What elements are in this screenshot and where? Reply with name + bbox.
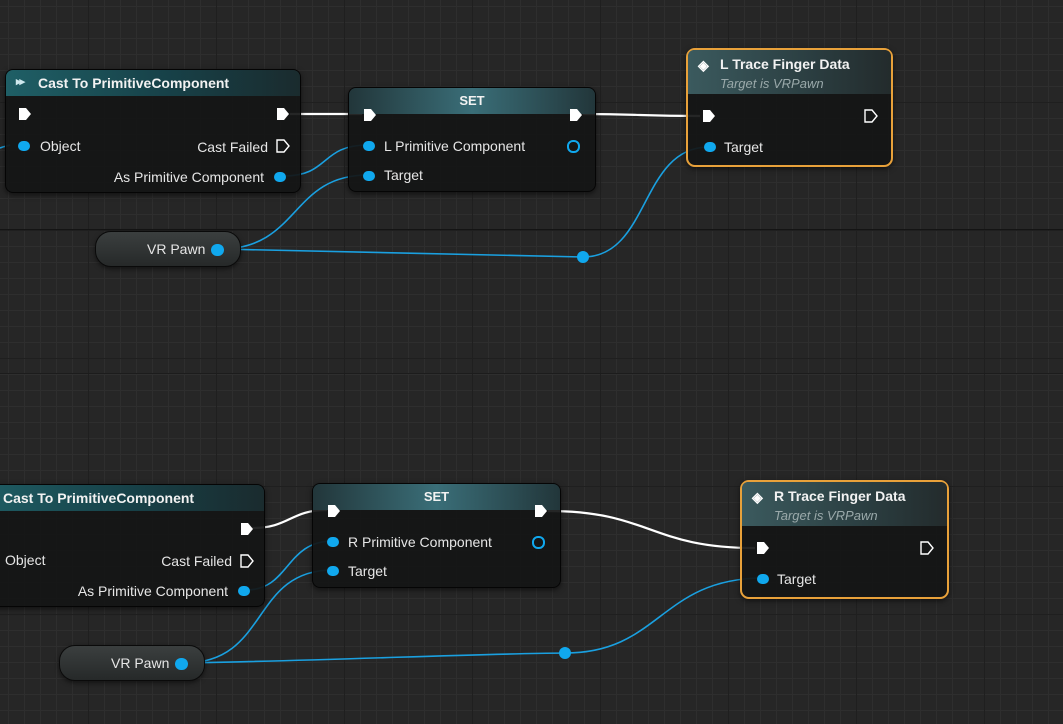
reroute-node[interactable]: [559, 647, 571, 659]
data-wire[interactable]: [219, 248, 584, 258]
vr-pawn-variable-node[interactable]: VR Pawn: [95, 231, 241, 267]
exec-wire[interactable]: [547, 509, 756, 550]
exec-in-pin-icon[interactable]: [363, 108, 377, 122]
exec-wire[interactable]: [582, 112, 701, 118]
vr-pawn-pin-icon[interactable]: [211, 244, 224, 256]
vr-pawn-label: VR Pawn: [147, 241, 206, 257]
cast-arrow-icon: ▸▸: [16, 76, 25, 88]
exec-out-pin-icon[interactable]: [534, 504, 548, 518]
as-primitive-pin-icon[interactable]: [274, 172, 286, 182]
function-node-subtitle: Target is VRPawn: [774, 508, 878, 523]
vr-pawn-pin-icon[interactable]: [175, 658, 188, 670]
reroute-node[interactable]: [577, 251, 589, 263]
function-node-title: R Trace Finger Data: [774, 488, 906, 504]
function-node-header[interactable]: ◈ R Trace Finger Data Target is VRPawn: [742, 482, 947, 526]
set-node-left[interactable]: SET L Primitive Component Target: [348, 87, 596, 192]
cast-node-header[interactable]: ▸▸ Cast To PrimitiveComponent: [6, 70, 300, 96]
set-node-header[interactable]: SET: [349, 88, 595, 114]
set-node-header[interactable]: SET: [313, 484, 560, 510]
data-wire[interactable]: [564, 577, 763, 654]
cast-node-title: Cast To PrimitiveComponent: [38, 75, 230, 91]
set-node-right[interactable]: SET R Primitive Component Target: [312, 483, 561, 588]
target-pin-icon[interactable]: [757, 574, 769, 584]
target-pin-icon[interactable]: [327, 566, 339, 576]
exec-out-pin-icon[interactable]: [864, 109, 878, 123]
exec-out-pin-icon[interactable]: [276, 107, 290, 121]
object-pin-label: Object: [5, 552, 46, 568]
cast-node-header[interactable]: Cast To PrimitiveComponent: [0, 485, 264, 511]
target-pin-icon[interactable]: [704, 142, 716, 152]
data-wire[interactable]: [183, 652, 566, 664]
target-pin-label: Target: [384, 167, 423, 183]
function-diamond-icon: ◈: [698, 57, 709, 73]
exec-in-pin-icon[interactable]: [756, 541, 770, 555]
cast-node-left[interactable]: ▸▸ Cast To PrimitiveComponent Object Cas…: [5, 69, 301, 193]
grid-major-line: [0, 229, 1063, 230]
cast-failed-pin-label: Cast Failed: [197, 139, 268, 155]
vr-pawn-label: VR Pawn: [111, 655, 170, 671]
primitive-component-pin-icon[interactable]: [327, 537, 339, 547]
cast-node-right[interactable]: Cast To PrimitiveComponent Object Cast F…: [0, 484, 265, 607]
set-node-title: SET: [423, 489, 450, 504]
target-pin-label: Target: [777, 571, 816, 587]
output-ring-pin-icon[interactable]: [567, 140, 580, 153]
as-primitive-pin-label: As Primitive Component: [77, 583, 228, 599]
set-node-title: SET: [459, 93, 485, 108]
function-node-header[interactable]: ◈ L Trace Finger Data Target is VRPawn: [688, 50, 891, 94]
exec-in-pin-icon[interactable]: [18, 107, 32, 121]
exec-out-pin-icon[interactable]: [569, 108, 583, 122]
exec-in-pin-icon[interactable]: [327, 504, 341, 518]
exec-in-pin-icon[interactable]: [702, 109, 716, 123]
function-node-title: L Trace Finger Data: [720, 56, 850, 72]
function-node-left[interactable]: ◈ L Trace Finger Data Target is VRPawn T…: [686, 48, 893, 167]
primitive-component-pin-label: L Primitive Component: [384, 138, 526, 154]
as-primitive-pin-icon[interactable]: [238, 586, 250, 596]
function-diamond-icon: ◈: [752, 489, 763, 505]
cast-failed-pin-label: Cast Failed: [161, 553, 232, 569]
vr-pawn-variable-node[interactable]: VR Pawn: [59, 645, 205, 681]
exec-out-pin-icon[interactable]: [240, 554, 254, 568]
primitive-component-pin-label: R Primitive Component: [348, 534, 492, 550]
exec-out-pin-icon[interactable]: [276, 139, 290, 153]
output-ring-pin-icon[interactable]: [532, 536, 545, 549]
object-pin-icon[interactable]: [18, 141, 30, 151]
exec-out-pin-icon[interactable]: [920, 541, 934, 555]
as-primitive-pin-label: As Primitive Component: [113, 169, 264, 185]
function-node-right[interactable]: ◈ R Trace Finger Data Target is VRPawn T…: [740, 480, 949, 599]
cast-node-title: Cast To PrimitiveComponent: [3, 490, 195, 506]
target-pin-label: Target: [348, 563, 387, 579]
target-pin-icon[interactable]: [363, 171, 375, 181]
exec-out-pin-icon[interactable]: [240, 522, 254, 536]
object-pin-label: Object: [40, 138, 81, 154]
function-node-subtitle: Target is VRPawn: [720, 76, 824, 91]
grid-major-line: [0, 373, 1063, 374]
primitive-component-pin-icon[interactable]: [363, 141, 375, 151]
target-pin-label: Target: [724, 139, 763, 155]
